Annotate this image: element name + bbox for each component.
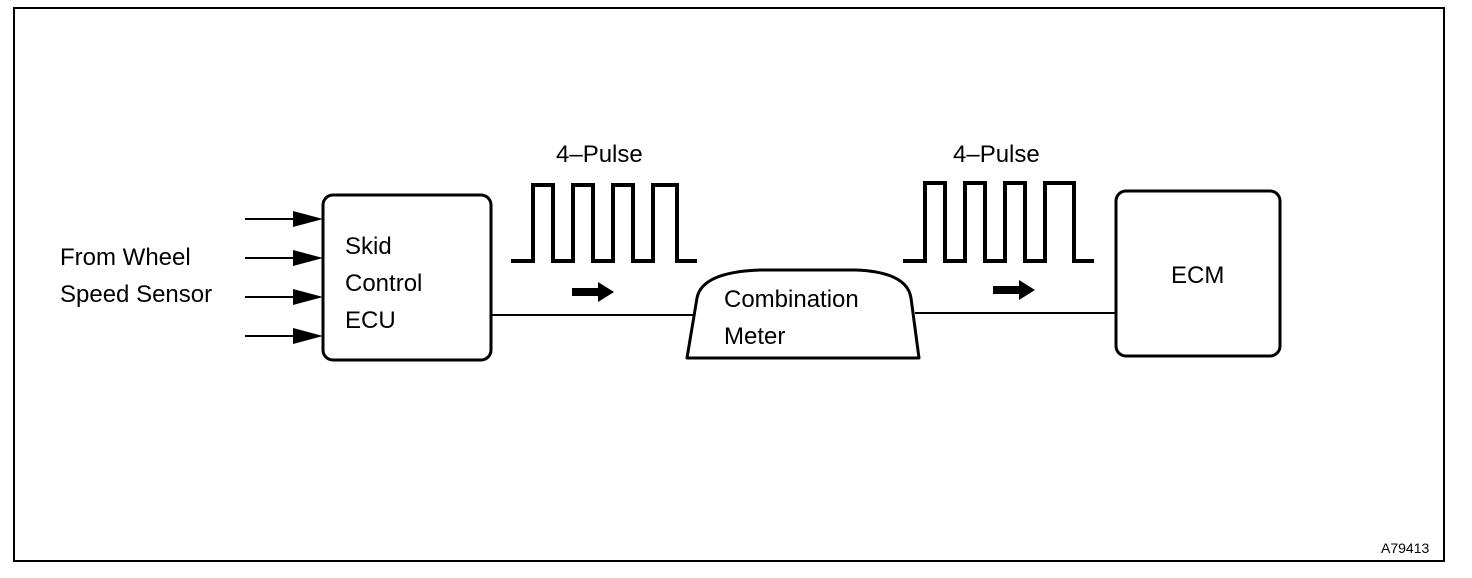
skid-ecu-label-line3: ECU bbox=[345, 307, 396, 334]
outer-border bbox=[13, 7, 1445, 562]
sensor-arrowhead-3 bbox=[293, 289, 323, 305]
wheel-sensor-arrows bbox=[245, 218, 319, 337]
ecm-box bbox=[1114, 189, 1282, 358]
sensor-arrowhead-4 bbox=[293, 328, 323, 344]
skid-ecu-label-line1: Skid bbox=[345, 233, 392, 260]
flow-arrow-1 bbox=[572, 282, 614, 302]
figure-id: A79413 bbox=[1381, 540, 1429, 556]
skid-ecu-label-line2: Control bbox=[345, 270, 422, 297]
skid-control-ecu-block: Skid Control ECU bbox=[321, 193, 493, 362]
skid-control-ecu-box bbox=[321, 193, 493, 362]
input-label-line2: Speed Sensor bbox=[60, 281, 212, 308]
input-label-line1: From Wheel bbox=[60, 244, 191, 271]
sensor-arrowhead-1 bbox=[293, 211, 323, 227]
ecm-block: ECM bbox=[1114, 189, 1282, 358]
meter-label-line2: Meter bbox=[724, 323, 785, 350]
ecm-label: ECM bbox=[1171, 262, 1224, 289]
sensor-arrowheads bbox=[293, 211, 323, 344]
combination-meter-block: Combination Meter bbox=[685, 268, 921, 360]
pulse-label-1: 4–Pulse bbox=[556, 141, 643, 168]
pulse-label-2: 4–Pulse bbox=[953, 141, 1040, 168]
sensor-arrowhead-2 bbox=[293, 250, 323, 266]
flow-arrow-2 bbox=[993, 280, 1035, 300]
pulse-waveform-1 bbox=[511, 183, 697, 263]
combination-meter-box bbox=[685, 268, 921, 360]
meter-label-line1: Combination bbox=[724, 286, 859, 313]
pulse-waveform-2 bbox=[903, 181, 1094, 263]
